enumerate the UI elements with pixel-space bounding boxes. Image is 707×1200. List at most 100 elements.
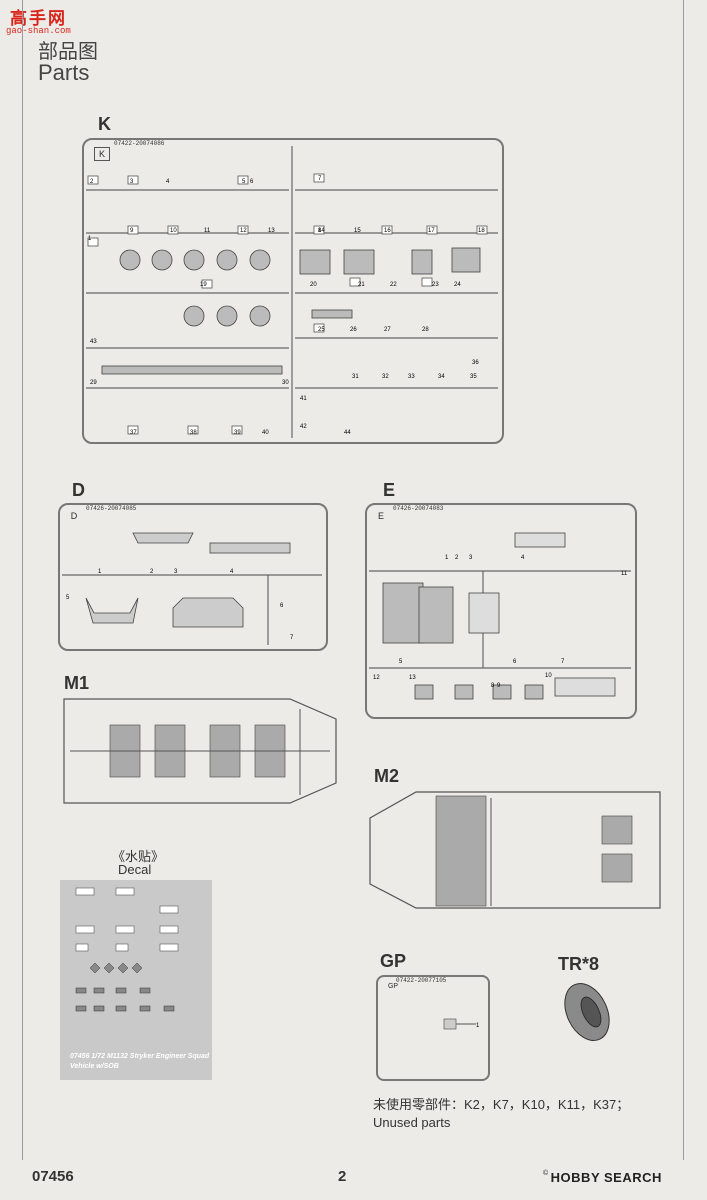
decal-title-en: Decal — [118, 862, 152, 877]
tire-drawing — [564, 983, 610, 1041]
sprue-e-tag: E — [377, 511, 384, 521]
page-title-en: Parts — [38, 60, 90, 85]
sprue-tr-label: TR*8 — [558, 954, 600, 974]
part-number-gp-1: 1 — [476, 1023, 480, 1029]
brand-watermark: ©HOBBY SEARCH — [543, 1170, 662, 1185]
part-number-k-6: 6 — [250, 179, 254, 185]
decal-caption: 07456 1/72 M1132 Stryker Engineer Squad … — [70, 1053, 210, 1070]
part-number-k-42: 42 — [300, 424, 307, 430]
part-number-k-37: 37 — [130, 430, 137, 436]
sprue-gp-code: 07422-20077105 — [396, 977, 447, 984]
watermark-logo-text: 高手网 — [10, 9, 67, 28]
part-number-d-4: 4 — [230, 569, 234, 575]
part-number-d-3: 3 — [174, 569, 178, 575]
sprue-gp-label: GP — [380, 951, 407, 971]
decal-markings — [75, 887, 179, 1012]
part-number-k-1: 1 — [88, 236, 92, 242]
part-number-d-6: 6 — [280, 603, 284, 609]
part-number-k-7: 7 — [318, 176, 322, 182]
unused-parts-cn: 未使用零部件：K2，K7，K10，K11，K37； — [373, 1097, 630, 1112]
part-number-k-36: 36 — [472, 360, 479, 366]
part-number-e-2: 2 — [455, 555, 459, 561]
copyright-mark: © — [543, 1170, 549, 1177]
part-number-k-26: 26 — [350, 327, 357, 333]
sprue-m2-drawing — [369, 791, 661, 909]
sprue-d-drawing: 1 2 3 4 5 6 7 — [62, 532, 322, 645]
sprue-e-code: 07426-20074083 — [393, 505, 444, 512]
part-number-k-35: 35 — [470, 374, 477, 380]
part-number-k-8: 8 — [318, 228, 322, 234]
part-number-e-7: 7 — [561, 659, 565, 665]
part-number-d-5: 5 — [66, 595, 70, 601]
part-number-e-13: 13 — [409, 675, 416, 681]
part-number-k-3: 3 — [130, 179, 134, 185]
brand-name: HOBBY SEARCH — [550, 1170, 662, 1185]
sprue-gp-frame: GP 07422-20077105 — [376, 975, 490, 1081]
part-number-k-14: 14 — [318, 228, 325, 234]
page-number: 2 — [338, 1168, 347, 1185]
kit-number: 07456 — [32, 1168, 74, 1185]
part-number-e-6: 6 — [513, 659, 517, 665]
part-number-k-15: 15 — [354, 228, 361, 234]
part-number-e-3: 3 — [469, 555, 473, 561]
unused-parts-en: Unused parts — [373, 1115, 451, 1130]
part-number-k-32: 32 — [382, 374, 389, 380]
part-number-k-30: 30 — [282, 380, 289, 386]
part-number-k-24: 24 — [454, 282, 461, 288]
sprue-e-frame: E 07426-20074083 — [365, 503, 637, 719]
watermark-logo: 高手网 gao-shan.com — [4, 4, 84, 36]
part-number-k-33: 33 — [408, 374, 415, 380]
page-title-cn: 部品图 — [38, 41, 98, 63]
part-number-k-23: 23 — [432, 282, 439, 288]
part-number-k-16: 16 — [384, 228, 391, 234]
part-number-k-38: 38 — [190, 430, 197, 436]
decal-title-cn: 《水贴》 — [112, 849, 165, 864]
part-number-k-39: 39 — [234, 430, 241, 436]
part-number-k-10: 10 — [170, 228, 177, 234]
part-number-k-19: 19 — [200, 282, 207, 288]
part-number-k-21: 21 — [358, 282, 365, 288]
sprue-d-frame: D 07426-20074085 — [58, 503, 328, 651]
sprue-k-frame: K 07422-20074086 — [82, 138, 504, 444]
decal-sheet: 07456 1/72 M1132 Stryker Engineer Squad … — [60, 880, 212, 1080]
sprue-gp-drawing: 1 — [443, 1018, 480, 1030]
part-number-e-5: 5 — [399, 659, 403, 665]
sprue-k-code: 07422-20074086 — [114, 140, 165, 147]
part-number-k-41: 41 — [300, 396, 307, 402]
unused-parts-note: 未使用零部件：K2，K7，K10，K11，K37； Unused parts — [373, 1096, 629, 1132]
part-number-d-1: 1 — [98, 569, 102, 575]
part-number-k-11: 11 — [204, 228, 211, 234]
part-number-e-9: 9 — [497, 683, 501, 689]
right-margin-line — [683, 0, 684, 1160]
part-number-k-31: 31 — [352, 374, 359, 380]
part-number-e-1: 1 — [445, 555, 449, 561]
part-number-k-40: 40 — [262, 430, 269, 436]
part-number-k-25: 25 — [318, 327, 325, 333]
sprue-m1-label: M1 — [64, 673, 90, 693]
part-number-k-20: 20 — [310, 282, 317, 288]
part-number-d-7: 7 — [290, 635, 294, 641]
part-number-k-29: 29 — [90, 380, 97, 386]
left-margin-line — [22, 0, 23, 1160]
part-number-k-17: 17 — [428, 228, 435, 234]
part-number-e-12: 12 — [373, 675, 380, 681]
part-number-k-4: 4 — [166, 179, 170, 185]
sprue-d-code: 07426-20074085 — [86, 505, 137, 512]
part-number-k-28: 28 — [422, 327, 429, 333]
part-number-k-2: 2 — [90, 179, 94, 185]
part-number-k-13: 13 — [268, 228, 275, 234]
part-number-d-2: 2 — [150, 569, 154, 575]
part-number-k-22: 22 — [390, 282, 397, 288]
part-number-k-44: 44 — [344, 430, 351, 436]
sprue-e-label: E — [383, 480, 396, 500]
part-number-e-8: 8 — [491, 683, 495, 689]
part-number-k-5: 5 — [242, 179, 246, 185]
part-number-k-43: 43 — [90, 339, 97, 345]
part-number-k-18: 18 — [478, 228, 485, 234]
watermark-url: gao-shan.com — [6, 26, 71, 36]
part-number-e-4: 4 — [521, 555, 525, 561]
sprue-d-label: D — [72, 480, 85, 500]
part-number-k-9: 9 — [130, 228, 134, 234]
